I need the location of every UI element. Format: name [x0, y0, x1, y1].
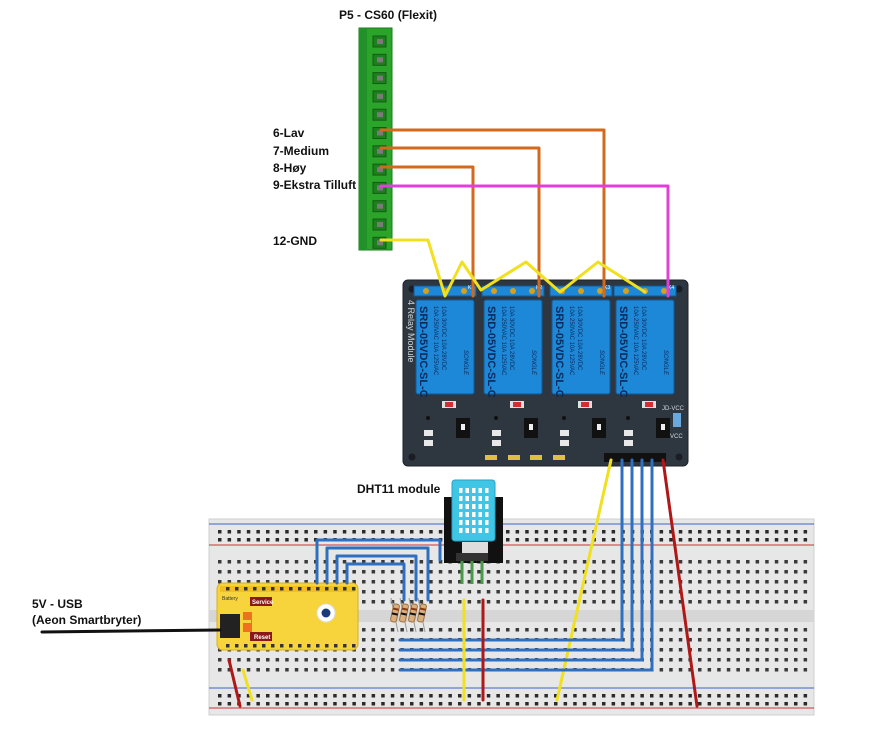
relay-model-label: SRD-05VDC-SL-C [417, 306, 429, 398]
wire-relay-vcc [661, 458, 699, 708]
pin8-label: 8-Høy [273, 161, 307, 175]
power-label-line1: 5V - USB [32, 597, 83, 611]
wire-board-gnd [241, 668, 254, 702]
dht11-label: DHT11 module [357, 482, 441, 496]
relay-rating-1: 10A 250VAC 10A 125VAC [432, 306, 438, 376]
controller-board: Service Reset Battery [216, 582, 359, 651]
wire-dht-d [345, 562, 406, 602]
relay-rating-1: 10A 250VAC 10A 125VAC [568, 306, 574, 376]
usb-cable [40, 628, 222, 634]
battery-label: Battery [222, 596, 238, 602]
wire-pin9 [379, 184, 670, 298]
wire-pin8 [379, 165, 475, 298]
pin12-label: 12-GND [273, 234, 317, 248]
power-label-line2: (Aeon Smartbryter) [32, 613, 141, 627]
relay-rating-2: 10A 30VDC 10A 28VDC [508, 306, 514, 371]
relay-brand-label: SONGLE [462, 350, 468, 376]
connector-title: P5 - CS60 (Flexit) [339, 8, 437, 22]
wire-dht-a [315, 538, 442, 585]
jumper-bottom-label: VCC [670, 434, 683, 440]
relay-model-label: SRD-05VDC-SL-C [617, 306, 629, 398]
controller-pins [226, 587, 356, 648]
relay-model-label: SRD-05VDC-SL-C [553, 306, 565, 398]
relay-rating-2: 10A 30VDC 10A 28VDC [640, 306, 646, 371]
relay-rating-2: 10A 30VDC 10A 28VDC [440, 306, 446, 371]
wire-pin12-gnd [379, 238, 647, 298]
relay-channel-label: K1 [468, 285, 474, 291]
relay-channel-label: K4 [668, 285, 674, 291]
pin9-label: 9-Ekstra Tilluft [273, 178, 356, 192]
relay-brand-label: SONGLE [598, 350, 604, 376]
wire-board-vcc [227, 658, 242, 708]
wire-in1 [398, 458, 624, 642]
wire-pin6 [379, 128, 606, 298]
relay-rating-2: 10A 30VDC 10A 28VDC [576, 306, 582, 371]
relay-brand-label: SONGLE [662, 350, 668, 376]
dht11-grid [459, 488, 489, 533]
relay-channel-label: K3 [604, 285, 610, 291]
wire-pin7 [379, 146, 541, 298]
reset-label: Reset [254, 635, 270, 641]
pin6-label: 6-Lav [273, 126, 305, 140]
relay-module-side-label: 4 Relay Module [406, 300, 416, 363]
dht11-module [444, 479, 503, 584]
wire-dht-b [325, 546, 430, 602]
resistors [390, 597, 427, 633]
relay-brand-label: SONGLE [530, 350, 536, 376]
relay-model-label: SRD-05VDC-SL-C [485, 306, 497, 398]
jumper-top-label: JD-VCC [662, 406, 685, 412]
wire-in3 [398, 458, 644, 662]
wires [40, 128, 699, 708]
relay-rating-1: 10A 250VAC 10A 125VAC [500, 306, 506, 376]
relay-rating-1: 10A 250VAC 10A 125VAC [632, 306, 638, 376]
pin7-label: 7-Medium [273, 144, 329, 158]
wire-dht-c [335, 554, 418, 602]
terminal-connector [358, 27, 393, 251]
connector-pins [372, 35, 387, 249]
service-label: Service [252, 600, 274, 606]
wire-in2 [398, 458, 634, 652]
